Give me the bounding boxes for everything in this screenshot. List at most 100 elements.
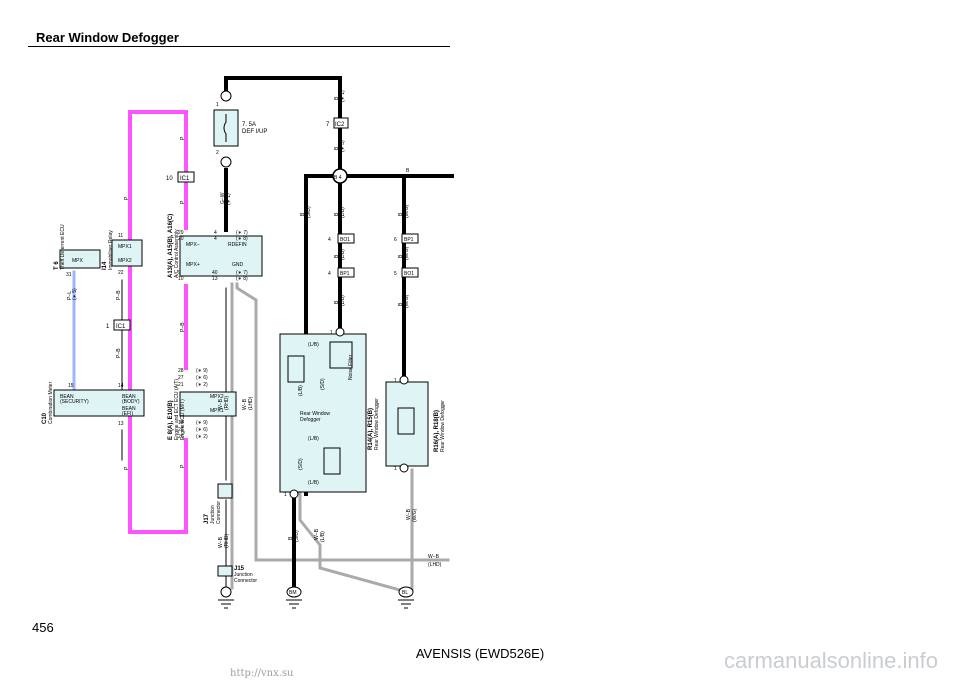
- i14-pin-bot: 22: [118, 270, 124, 276]
- r16-conn-bot: [399, 463, 409, 473]
- pin-5: 5: [394, 271, 397, 277]
- ecm-mpx1: MPX1: [210, 408, 224, 414]
- wire-p-loop-top: [128, 110, 188, 230]
- ac-control-box: [179, 235, 263, 277]
- label-lhd-2: (LHD): [428, 562, 442, 568]
- defogger-label2: Defogger: [300, 417, 321, 423]
- label-b-5: B: [334, 254, 340, 258]
- fuse-conn-bot: [220, 156, 232, 168]
- pin-40: 40: [212, 270, 218, 276]
- page-number: 456: [32, 620, 54, 635]
- junction-b4-label: B 4: [334, 175, 342, 181]
- defogger-element-2-icon: [323, 447, 341, 475]
- pin-1c: 1: [330, 330, 333, 336]
- ground-bm-label: BM: [289, 590, 297, 596]
- label-pb-3: P−B: [180, 322, 186, 332]
- label-b-10: B: [288, 536, 294, 540]
- label-x1b: (∗ 1): [340, 90, 346, 102]
- ac-code: A13(A), A15(B), A16(C): [168, 214, 174, 278]
- j17-name1: Junction: [210, 505, 216, 524]
- c10-pin-13: 13: [118, 421, 124, 427]
- label-b-6: B: [334, 300, 340, 304]
- label-p-4: P: [180, 200, 186, 204]
- label-b-11: B: [406, 168, 410, 174]
- pin-13: 13: [212, 276, 218, 282]
- ground-bl: BL: [398, 586, 414, 609]
- r16-conn-top: [399, 375, 409, 385]
- pin-1d: 1: [284, 492, 287, 498]
- pin-26: 26: [178, 434, 184, 440]
- connector-bo1-a: [337, 233, 355, 244]
- label-lb-4: (L/B): [340, 207, 346, 218]
- c10-pin-14: 14: [118, 383, 124, 389]
- label-b-2: B: [334, 146, 340, 150]
- label-x3: (∗ 3): [340, 140, 346, 152]
- fuse-name: DEF I/UP: [242, 129, 267, 135]
- r16-name: Rear Window Defogger: [440, 400, 446, 452]
- pin-28: 28: [178, 368, 184, 374]
- page-title: Rear Window Defogger: [36, 30, 179, 45]
- ground-j15: [218, 586, 234, 609]
- connector-ic1-top-label: IC1: [180, 176, 190, 182]
- r14-conn-bot: [289, 489, 299, 499]
- watermark-site: carmanualsonline.info: [723, 648, 938, 673]
- label-lb-8: (L/B): [298, 385, 304, 396]
- connector-bp1-b-label: BP1: [404, 237, 414, 243]
- pin-6: 6: [394, 237, 397, 243]
- wire-lb-1: (L/B): [308, 342, 319, 348]
- label-wb-1: W−B: [218, 398, 224, 410]
- model-label: AVENSIS (EWD526E): [415, 646, 545, 661]
- connector-ic1-top: [177, 171, 195, 183]
- label-wb-2: W−B: [242, 398, 248, 410]
- r14-conn-top: [335, 327, 345, 337]
- label-pb-2: P−B: [116, 348, 122, 358]
- ac-rdefin: RDEFIN: [228, 242, 247, 248]
- r16-defogger-box: [385, 381, 429, 467]
- t6-code: T 6: [54, 261, 60, 270]
- pin-1e: 1: [394, 378, 397, 384]
- j15-name1: Junction: [234, 572, 253, 578]
- ac-mpx-minus: MPX−: [186, 242, 200, 248]
- defogger-label1: Rear Window: [300, 411, 330, 417]
- pin-4c: 4: [328, 237, 331, 243]
- connector-bo1-a-label: BO1: [340, 237, 350, 243]
- wire-lb-2: (L/B): [308, 436, 319, 442]
- label-wb-3: W−B: [218, 536, 224, 548]
- r14-name: Rear Window Defogger: [374, 398, 380, 450]
- title-underline: [28, 46, 450, 47]
- ecm-name2: Engine ECU (M/T): [180, 399, 186, 440]
- fuse-pin-2: 2: [216, 150, 219, 156]
- note-x9: (∗ 9): [196, 368, 208, 374]
- i14-term2: MPX2: [118, 258, 132, 264]
- noise-filter-icon: [329, 341, 353, 369]
- connector-ic2-label: IC2: [335, 122, 345, 128]
- defogger-element-1-icon: [287, 355, 305, 383]
- label-wb-6: W−B: [428, 554, 440, 560]
- ac-name: A/C Control Assembly: [174, 229, 180, 278]
- note-x2b: (∗ 2): [196, 434, 208, 440]
- label-wb-4: W−B: [314, 528, 320, 540]
- i14-term1: MPX1: [118, 244, 132, 250]
- pin-21: 21: [178, 382, 184, 388]
- label-b-8: B: [398, 254, 404, 258]
- label-lb-5: (L/B): [340, 249, 346, 260]
- label-sd-4: (S/D): [298, 458, 304, 470]
- junction-b4: [332, 168, 348, 184]
- pin-29: 29: [178, 230, 184, 236]
- fuse-conn-top: [220, 90, 232, 102]
- note-x7: (∗ 7): [236, 230, 248, 236]
- c10-bean-body: BEAN(BODY): [122, 394, 140, 405]
- pin-4d: 4: [328, 271, 331, 277]
- note-x2: (∗ 2): [196, 382, 208, 388]
- defogger-element-3-icon: [397, 407, 415, 435]
- fuse-icon: [223, 114, 227, 142]
- pin-1b: 1: [106, 324, 110, 330]
- connector-ic2: [333, 117, 349, 129]
- label-x1: (∗ 1): [226, 193, 232, 205]
- c10-name: Combination Meter: [48, 381, 54, 424]
- label-p-2: P: [124, 466, 130, 470]
- pin-1f: 1: [394, 466, 397, 472]
- c10-code: C10: [42, 412, 48, 424]
- connector-bp1-b: [401, 233, 419, 244]
- t6-pin: 31: [66, 272, 72, 278]
